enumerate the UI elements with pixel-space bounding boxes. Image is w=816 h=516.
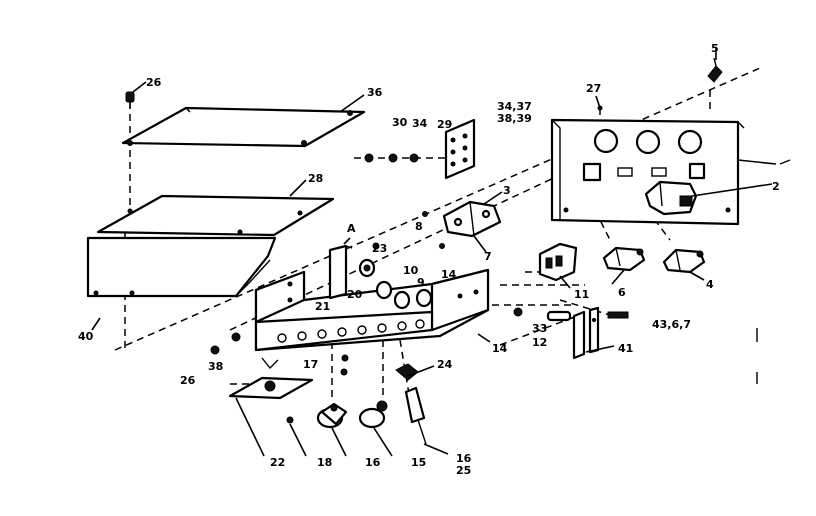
callout-label: 24: [437, 358, 453, 371]
terminal-block-part: [444, 118, 476, 180]
callout-labels: 26 36 28 40 30 34 29 34,37 38,39 27 5 2 …: [78, 42, 780, 477]
knob-15-part: [358, 400, 388, 429]
top-screw-part: [125, 91, 135, 108]
callout-label: 12: [532, 336, 547, 349]
callout-label: 26: [180, 374, 196, 387]
callout-label: 11: [574, 288, 589, 301]
callout-label: 3: [503, 184, 511, 197]
nuts-part: [364, 153, 419, 163]
callout-label: 38: [208, 360, 223, 373]
callout-label: 14: [492, 342, 508, 355]
callout-label: 20: [347, 288, 363, 301]
callout-label: 34,37: [497, 100, 532, 113]
callout-label: 40: [78, 330, 94, 343]
callout-label: 41: [618, 342, 633, 355]
mounting-plate-part: [228, 376, 314, 400]
bottom-cover-part: [86, 236, 277, 298]
knob-26-part: [316, 402, 348, 429]
socket-4-part: [662, 248, 706, 274]
callout-label: 29: [437, 118, 452, 131]
callout-label: 17: [303, 358, 318, 371]
leader-lines: [91, 48, 777, 457]
callout-label: A: [347, 222, 356, 235]
callout-label: 10: [403, 264, 419, 277]
chassis-part: [254, 268, 490, 370]
rear-screw-part: [707, 57, 723, 83]
left-screws-part: [210, 211, 445, 376]
terminal-strip-part: [513, 307, 572, 322]
rear-panel-part: [550, 118, 745, 226]
callout-label: 18: [317, 456, 332, 469]
bracket-screw-part: [607, 311, 629, 319]
callout-label: 16: [456, 452, 472, 465]
callout-label: 15: [411, 456, 426, 469]
callout-label: 28: [308, 172, 323, 185]
callout-label: 27: [586, 82, 601, 95]
callout-label: 25: [456, 464, 471, 477]
relay-part: [538, 242, 578, 282]
capacitor-part: [328, 244, 353, 300]
edge-mark-right-3: [779, 159, 791, 165]
callout-label: 30: [392, 116, 408, 129]
callout-label: 6: [618, 286, 626, 299]
callout-label: 36: [367, 86, 383, 99]
socket-6-part: [602, 246, 646, 272]
callout-label: 21: [315, 300, 330, 313]
callout-label: 8: [415, 220, 423, 233]
callout-label: 9: [417, 276, 425, 289]
chassis-holes: [277, 281, 479, 343]
fuse-holder-part: [644, 180, 698, 216]
callout-label: 26: [146, 76, 162, 89]
grommets-part: [358, 242, 433, 310]
callout-label: 16: [365, 456, 381, 469]
jack-part: [395, 363, 427, 445]
middle-panel-part: [96, 194, 335, 237]
callout-label: 22: [270, 456, 285, 469]
small-screw-part: [286, 416, 294, 424]
callout-label: 23: [372, 242, 387, 255]
callout-label: 14: [441, 268, 457, 281]
callout-label: 4: [706, 278, 714, 291]
callout-label: 34: [412, 117, 428, 130]
callout-label: 33: [532, 322, 547, 335]
callout-label: 2: [772, 180, 780, 193]
callout-label: 43,6,7: [652, 318, 691, 331]
callout-label: 7: [484, 250, 492, 263]
callout-label: 5: [711, 42, 719, 55]
top-cover-part: [121, 106, 366, 148]
callout-label: 38,39: [497, 112, 532, 125]
mounting-bracket-part: [572, 306, 600, 360]
switch-bracket-part: [442, 200, 502, 238]
